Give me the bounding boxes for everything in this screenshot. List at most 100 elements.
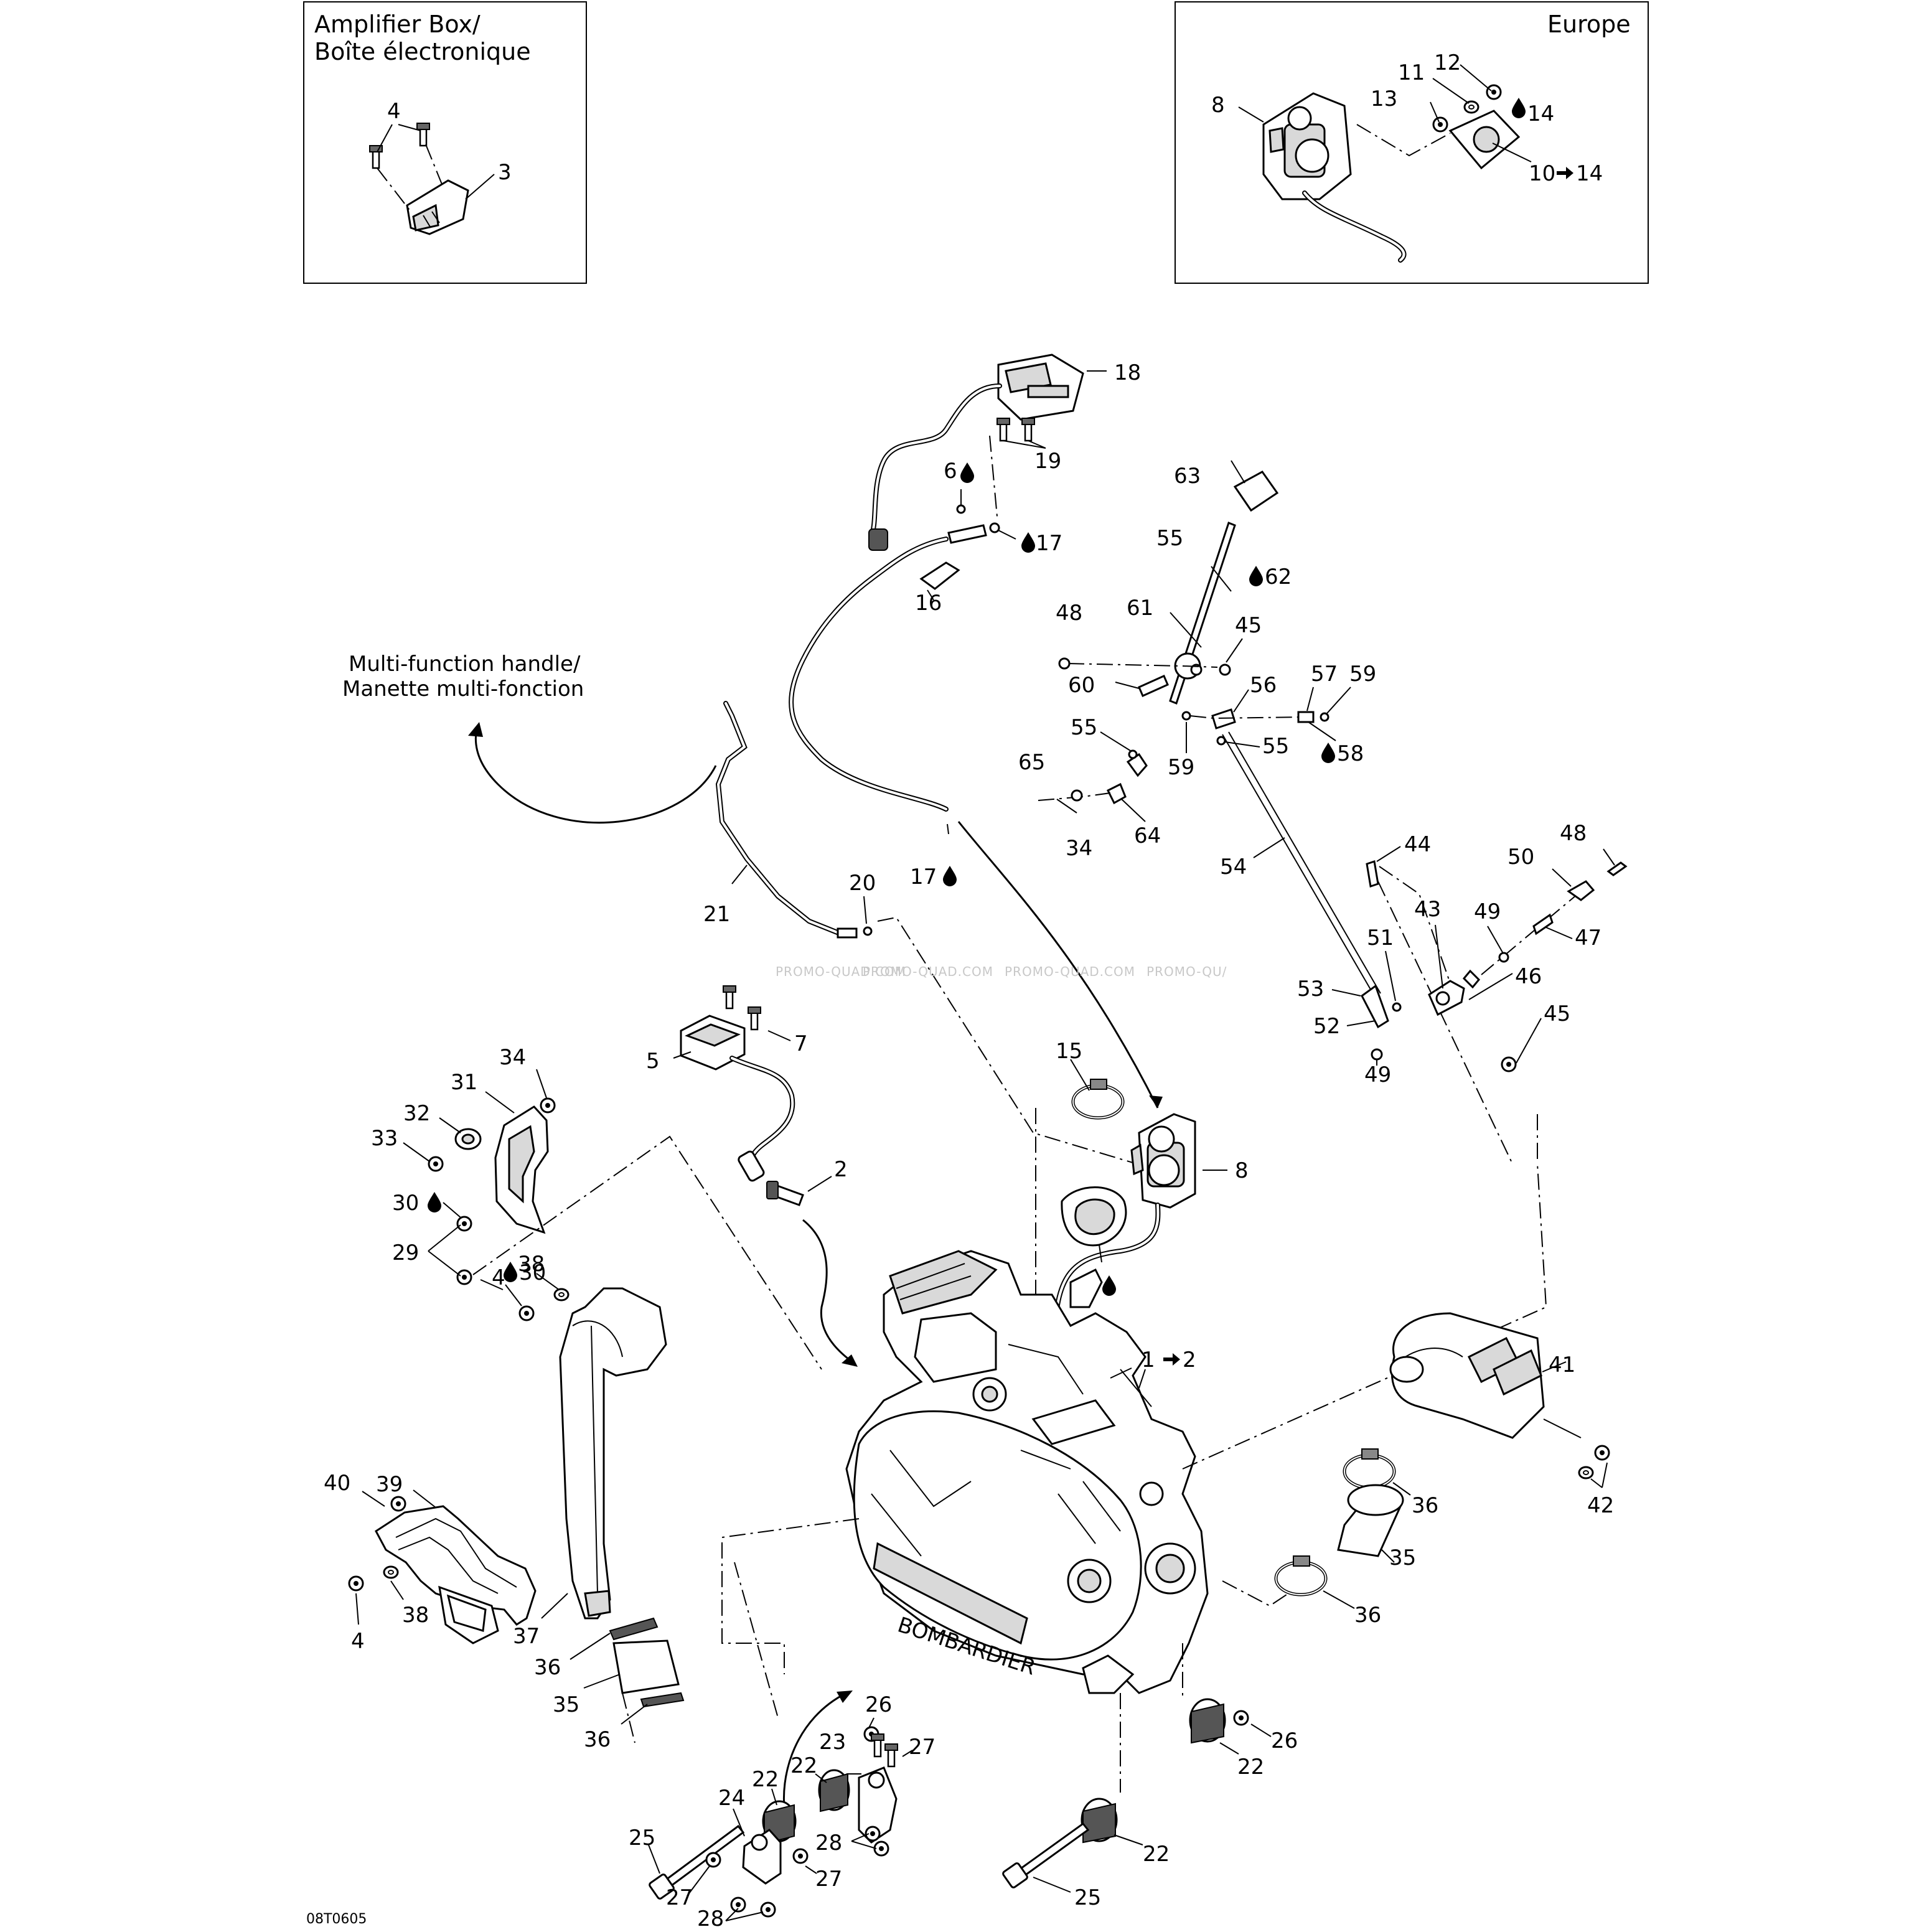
label-35-upper: 35 bbox=[1389, 1545, 1416, 1570]
shield-screw-upper bbox=[390, 1496, 406, 1512]
pipe-washer bbox=[553, 1288, 570, 1301]
label-4: 4 bbox=[387, 99, 401, 124]
label-57: 57 bbox=[1311, 662, 1338, 687]
label-22-right: 22 bbox=[1237, 1755, 1264, 1780]
label-62: 62 bbox=[1265, 565, 1292, 589]
label-22-a: 22 bbox=[752, 1767, 779, 1792]
ignition-coil-assembly bbox=[680, 985, 804, 1206]
label-50: 50 bbox=[1508, 845, 1534, 870]
label-34-shift: 34 bbox=[1066, 836, 1092, 861]
label-40: 40 bbox=[324, 1471, 350, 1496]
label-europe-8: 8 bbox=[1211, 93, 1225, 118]
label-47: 47 bbox=[1575, 926, 1601, 950]
mount-nut-c bbox=[730, 1897, 746, 1913]
label-59-lower: 59 bbox=[1168, 755, 1194, 780]
drawing-code: 08T0605 bbox=[306, 1911, 367, 1927]
label-11: 11 bbox=[1398, 60, 1425, 85]
label-25-right: 25 bbox=[1074, 1885, 1101, 1910]
label-34: 34 bbox=[499, 1045, 526, 1070]
label-32: 32 bbox=[403, 1101, 430, 1126]
shield-screw-lower bbox=[348, 1575, 364, 1592]
label-1-target: 2 bbox=[1183, 1348, 1196, 1372]
label-10: 10 bbox=[1529, 161, 1555, 186]
label-39: 39 bbox=[376, 1472, 403, 1497]
label-29: 29 bbox=[392, 1240, 419, 1265]
label-14-target: 14 bbox=[1576, 161, 1603, 186]
amplifier-screw-right bbox=[416, 122, 431, 147]
intake-clamp bbox=[1073, 1079, 1123, 1118]
label-45-lower: 45 bbox=[1544, 1001, 1570, 1026]
switch-screw-b bbox=[1021, 417, 1036, 442]
mount-bolt-small-b bbox=[792, 1848, 809, 1864]
label-19: 19 bbox=[1034, 449, 1061, 474]
rubber-mount-a bbox=[818, 1769, 850, 1812]
watermark-1: PROMO-QUAD.COM bbox=[776, 964, 906, 979]
label-54: 54 bbox=[1220, 855, 1247, 879]
mount-bolt-small-a bbox=[705, 1852, 721, 1868]
grease-drop-icon bbox=[1102, 1275, 1116, 1296]
label-36-upper: 36 bbox=[1412, 1493, 1438, 1518]
amplifier-inset-title-line1: Amplifier Box/ bbox=[314, 11, 481, 38]
shield-washer bbox=[383, 1565, 399, 1579]
label-31: 31 bbox=[451, 1070, 477, 1095]
throttle-switch-assembly bbox=[868, 354, 1107, 551]
label-27: 27 bbox=[909, 1735, 936, 1760]
amplifier-screw-left bbox=[368, 144, 383, 169]
intake-silencer bbox=[1389, 1312, 1545, 1439]
label-33: 33 bbox=[371, 1126, 398, 1151]
arrow-right-icon bbox=[1557, 167, 1573, 179]
label-43: 43 bbox=[1414, 897, 1441, 922]
carburetor bbox=[1052, 1113, 1196, 1334]
label-27-right: 27 bbox=[815, 1867, 842, 1892]
bracket-bolt-upper bbox=[456, 1216, 472, 1232]
watermark-4: PROMO-QU/ bbox=[1147, 964, 1227, 979]
mount-plate bbox=[742, 1829, 782, 1885]
throttle-cable-upper bbox=[789, 489, 1016, 812]
label-64: 64 bbox=[1134, 823, 1161, 848]
label-26-right: 26 bbox=[1271, 1728, 1298, 1753]
label-30-lower: 30 bbox=[519, 1260, 546, 1285]
label-12: 12 bbox=[1434, 50, 1461, 75]
label-38-shield: 38 bbox=[402, 1603, 429, 1628]
rubber-mount-right-upper bbox=[1189, 1698, 1226, 1744]
grease-drop-icon bbox=[504, 1262, 517, 1282]
europe-carburetor bbox=[1262, 92, 1407, 263]
europe-cover-plate bbox=[1448, 110, 1521, 170]
label-23: 23 bbox=[819, 1730, 846, 1755]
label-42: 42 bbox=[1587, 1493, 1614, 1518]
grease-drop-icon bbox=[943, 866, 957, 886]
engine-block: BOMBARDIER bbox=[845, 1250, 1209, 1694]
label-20: 20 bbox=[849, 871, 876, 896]
label-41: 41 bbox=[1549, 1353, 1575, 1377]
label-3: 3 bbox=[498, 160, 512, 185]
europe-washer bbox=[1463, 100, 1479, 114]
watermark-2: PROMO-QUAD.COM bbox=[863, 964, 993, 979]
label-27-left: 27 bbox=[666, 1885, 693, 1910]
label-60: 60 bbox=[1068, 673, 1095, 698]
europe-inset: Europe 8 11 12 13 14 10 14 bbox=[1175, 1, 1649, 284]
rubber-mount-right-lower bbox=[1081, 1798, 1118, 1844]
intake-clamp-lower bbox=[1276, 1556, 1326, 1595]
label-55-right: 55 bbox=[1262, 734, 1289, 759]
mount-stud-b bbox=[884, 1743, 899, 1768]
label-17-lower: 17 bbox=[910, 865, 937, 889]
label-18: 18 bbox=[1114, 360, 1141, 385]
multifunction-cable bbox=[715, 701, 858, 939]
mount-nut-d bbox=[760, 1902, 776, 1918]
silencer-nut-upper bbox=[1594, 1445, 1610, 1461]
label-51: 51 bbox=[1367, 926, 1394, 950]
label-28: 28 bbox=[815, 1831, 842, 1855]
heat-shield bbox=[375, 1505, 537, 1644]
label-55-mid: 55 bbox=[1071, 715, 1097, 740]
label-55: 55 bbox=[1156, 526, 1183, 551]
label-28-lower: 28 bbox=[697, 1906, 724, 1931]
label-49-lower: 49 bbox=[1364, 1062, 1391, 1087]
intake-boot bbox=[1061, 1186, 1127, 1247]
intake-sleeve bbox=[1337, 1484, 1404, 1557]
label-36-lower: 36 bbox=[584, 1727, 611, 1752]
switch-screw-a bbox=[996, 417, 1011, 442]
multifunction-callout-line2: Manette multi-fonction bbox=[342, 677, 584, 701]
label-4-shield: 4 bbox=[351, 1629, 365, 1654]
label-65: 65 bbox=[1018, 750, 1045, 775]
label-24: 24 bbox=[718, 1786, 745, 1811]
